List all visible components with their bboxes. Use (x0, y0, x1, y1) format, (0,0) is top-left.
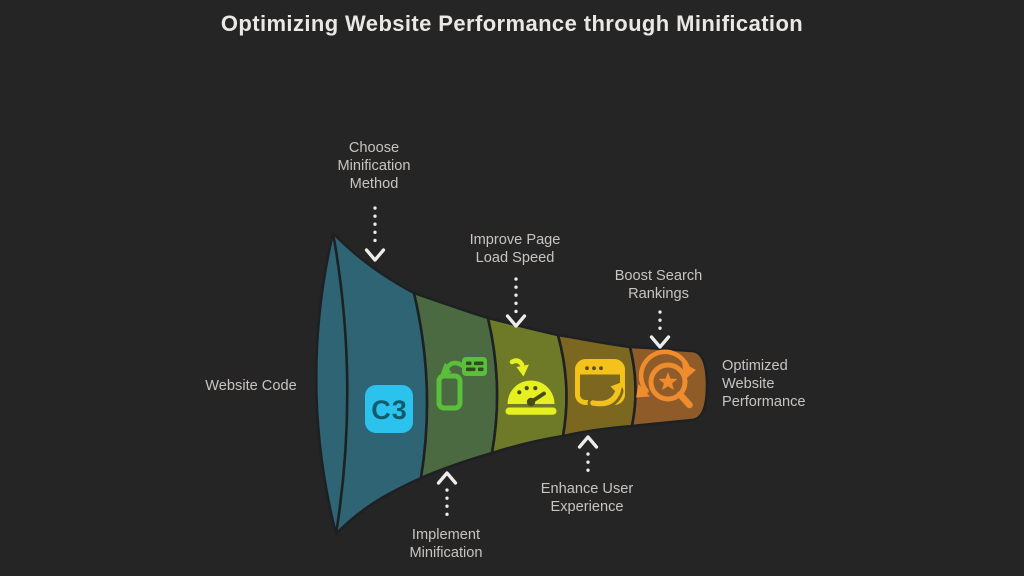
funnel-mouth-rim (331, 231, 349, 536)
browser-dots-detail (585, 366, 603, 371)
browser-share-icon (575, 359, 625, 410)
arrow-choose-minification-method (364, 206, 386, 262)
arrow-enhance-user-experience (577, 435, 599, 477)
arrow-improve-page-load-speed (505, 277, 527, 328)
callout-improve-page-load-speed: Improve Page Load Speed (469, 232, 561, 266)
page-title: Optimizing Website Performance through M… (220, 11, 804, 36)
c3-badge-text: C3 (371, 395, 408, 425)
callout-choose-minification-method: Choose Minification Method (337, 140, 411, 192)
arrow-boost-search-rankings (649, 310, 671, 349)
arrow-implement-minification (436, 471, 458, 519)
funnel-segment-website-code (314, 231, 429, 536)
callout-website-code: Website Code (205, 378, 297, 394)
callout-implement-minification: Implement Minification (409, 527, 483, 561)
c3-badge: C3 (365, 385, 413, 433)
callout-enhance-user-experience: Enhance User Experience (540, 481, 634, 515)
dotted-arrows (364, 206, 671, 519)
device-sync-grid-detail (466, 361, 484, 372)
search-star-refresh-icon (636, 349, 696, 409)
device-sync-icon (436, 357, 487, 411)
callout-optimized-website-performance: Optimized Website Performance (722, 358, 806, 410)
speedometer-icon (505, 358, 557, 415)
speedometer-detail (517, 386, 546, 407)
callout-boost-search-rankings: Boost Search Rankings (614, 268, 703, 302)
funnel-segment-minification-method (412, 291, 499, 480)
